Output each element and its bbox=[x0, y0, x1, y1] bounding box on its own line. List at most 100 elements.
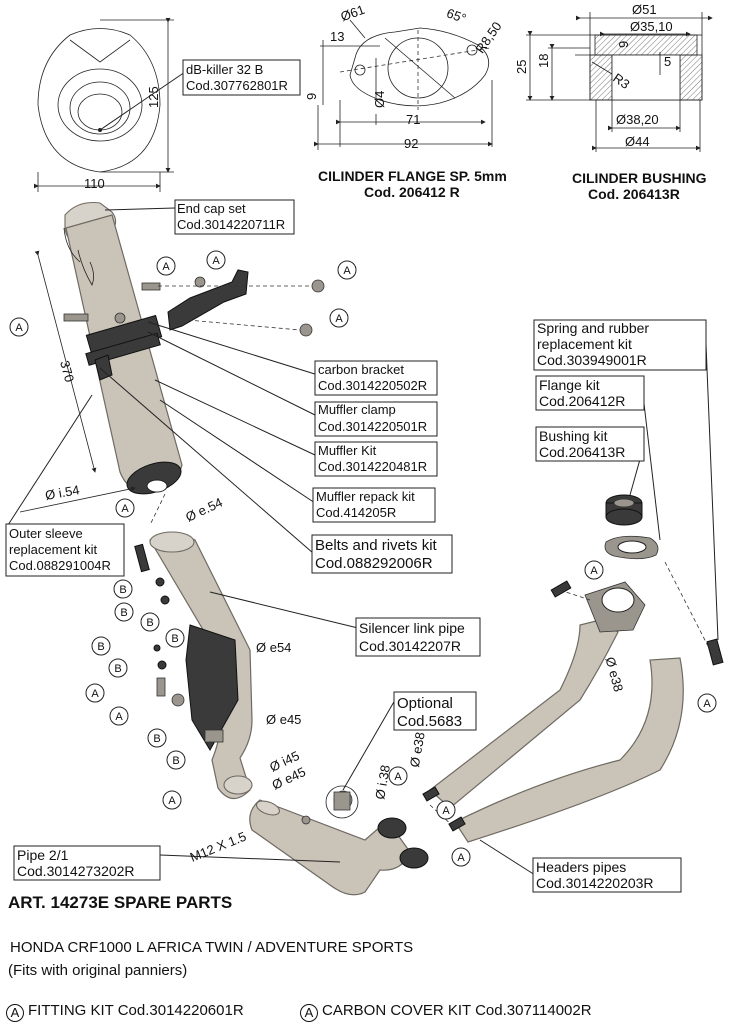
bushing-d5: 5 bbox=[664, 54, 671, 69]
flange-radius: R8,50 bbox=[472, 19, 504, 56]
link-e45: Ø e45 bbox=[266, 712, 301, 727]
svg-text:A: A bbox=[703, 698, 711, 710]
silencer-link-code: Cod.30142207R bbox=[359, 638, 461, 654]
svg-text:B: B bbox=[171, 633, 178, 645]
svg-text:B: B bbox=[153, 733, 160, 745]
dbkiller-height-dim: 125 bbox=[146, 86, 161, 108]
callout-a-14: A bbox=[109, 706, 129, 726]
flange-d4: Ø4 bbox=[372, 91, 387, 108]
fitment-note: (Fits with original panniers) bbox=[8, 962, 188, 979]
model-name: HONDA CRF1000 L AFRICA TWIN / ADVENTURE … bbox=[10, 939, 414, 956]
bushing-kit-label: Bushing kit bbox=[539, 428, 608, 444]
article-title: ART. 14273E SPARE PARTS bbox=[8, 893, 233, 912]
optional-code: Cod.5683 bbox=[397, 713, 462, 730]
callout-b-9: B bbox=[140, 612, 160, 632]
endcap-box bbox=[174, 199, 295, 235]
callout-a-17: A bbox=[162, 790, 182, 810]
silencer-link-label: Silencer link pipe bbox=[359, 620, 465, 636]
bushing-d25: 25 bbox=[514, 60, 529, 74]
carbon-kit-text: CARBON COVER KIT Cod.307114002R bbox=[322, 1002, 592, 1019]
endcap-code: Cod.3014220711R bbox=[177, 217, 285, 232]
headers-code: Cod.3014220203R bbox=[536, 875, 654, 891]
optional-part bbox=[325, 785, 359, 819]
spring-code: Cod.303949001R bbox=[537, 352, 647, 368]
dbkiller-label-box bbox=[182, 59, 301, 96]
outer-sleeve-label-2: replacement kit bbox=[9, 542, 98, 557]
callout-a-18: A bbox=[388, 766, 408, 786]
callout-a-19: A bbox=[436, 800, 456, 820]
flange-d92: 92 bbox=[404, 136, 418, 151]
outer-sleeve-box bbox=[5, 523, 125, 577]
assembly-line-1 bbox=[664, 561, 711, 651]
bushing-title: CILINDER BUSHING bbox=[572, 170, 707, 186]
callout-b-15: B bbox=[147, 728, 167, 748]
flange-angle: 65° bbox=[445, 5, 469, 26]
bushing-d51: Ø51 bbox=[632, 2, 657, 17]
bushing-d44: Ø44 bbox=[625, 134, 650, 149]
header-pipes bbox=[422, 580, 724, 843]
svg-text:A: A bbox=[457, 852, 465, 864]
carbon-bracket-code: Cod.3014220502R bbox=[318, 378, 427, 393]
svg-text:A: A bbox=[335, 313, 343, 325]
callout-a-1: A bbox=[156, 256, 176, 276]
spring-label-1: Spring and rubber bbox=[537, 320, 649, 336]
outer-sleeve-label-1: Outer sleeve bbox=[9, 526, 83, 541]
bushing-drawing bbox=[526, 12, 713, 152]
flange-d13: 13 bbox=[330, 29, 344, 44]
muffler-inner-dim: Ø i.54 bbox=[44, 482, 81, 503]
callout-b-10: B bbox=[91, 636, 111, 656]
flange-drawing bbox=[314, 19, 493, 150]
flange-d9: 9 bbox=[304, 93, 319, 100]
callout-b-7: B bbox=[113, 579, 133, 599]
link-e54-mid: Ø e54 bbox=[256, 640, 291, 655]
thread-dim: M12 X 1.5 bbox=[188, 829, 249, 865]
callout-a-22: A bbox=[697, 693, 717, 713]
optional-label: Optional bbox=[397, 695, 453, 712]
spring-box bbox=[533, 319, 707, 371]
svg-text:B: B bbox=[114, 663, 121, 675]
callout-a-21: A bbox=[584, 560, 604, 580]
muffler bbox=[63, 201, 183, 495]
flange-title: CILINDER FLANGE SP. 5mm bbox=[318, 168, 507, 184]
svg-text:B: B bbox=[146, 617, 153, 629]
optional-box bbox=[393, 691, 477, 731]
silencer-link-pipe bbox=[149, 531, 253, 800]
belts-code: Cod.088292006R bbox=[315, 555, 433, 572]
muffler-clamp-code: Cod.3014220501R bbox=[318, 419, 427, 434]
svg-text:A: A bbox=[115, 711, 123, 723]
carbon-bracket-box bbox=[314, 360, 438, 396]
callout-a-2: A bbox=[206, 250, 226, 270]
muffler-kit-box bbox=[314, 441, 438, 477]
flange-d71: 71 bbox=[406, 112, 420, 127]
callout-a-symbol: A bbox=[6, 1004, 24, 1022]
dbkiller-drawing bbox=[34, 18, 186, 192]
svg-text:B: B bbox=[120, 607, 127, 619]
bushing-kit-code: Cod.206413R bbox=[539, 444, 625, 460]
header-e38-left: Ø e38 bbox=[407, 731, 428, 768]
bushing-d18: 18 bbox=[536, 54, 551, 68]
svg-text:A: A bbox=[590, 565, 598, 577]
muffler-kit-label: Muffler Kit bbox=[318, 443, 377, 458]
muffler-clamp-label: Muffler clamp bbox=[318, 402, 396, 417]
outer-sleeve-code: Cod.088291004R bbox=[9, 558, 111, 573]
pipe21-box bbox=[13, 845, 161, 881]
bushing-kit-box bbox=[535, 426, 645, 462]
assembly-line-2 bbox=[559, 589, 591, 601]
dbkiller-label: dB-killer 32 B bbox=[186, 62, 263, 77]
svg-text:A: A bbox=[343, 265, 351, 277]
silencer-link-box bbox=[355, 617, 481, 657]
pipe21-code: Cod.3014273202R bbox=[17, 863, 135, 879]
callout-b-8: B bbox=[114, 602, 134, 622]
repack-box bbox=[312, 487, 436, 523]
bushing-d9: 9 bbox=[616, 41, 631, 48]
callout-a-3: A bbox=[337, 260, 357, 280]
repack-code: Cod.414205R bbox=[316, 505, 396, 520]
spring-label-2: replacement kit bbox=[537, 336, 632, 352]
dbkiller-code: Cod.307762801R bbox=[186, 78, 288, 93]
endcap-label: End cap set bbox=[177, 201, 246, 216]
headers-box bbox=[532, 857, 682, 893]
